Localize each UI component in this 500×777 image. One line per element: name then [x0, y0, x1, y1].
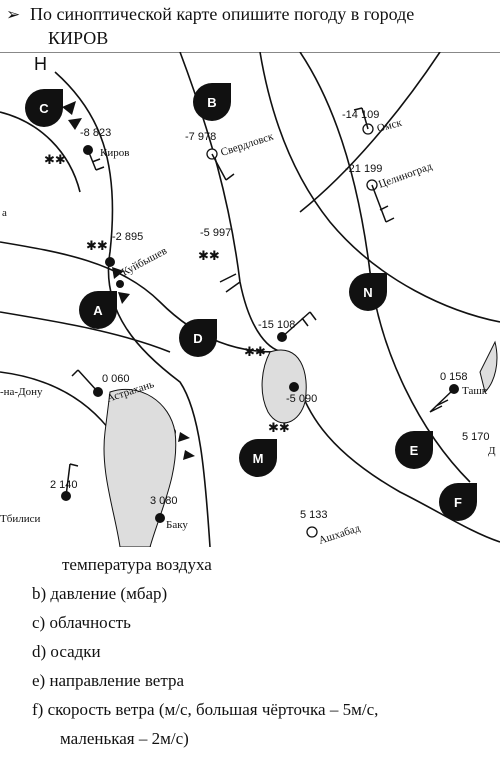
badge-n: N — [349, 273, 387, 311]
badge-drop-icon — [193, 83, 231, 121]
reading-omsk: -14 109 — [342, 109, 379, 121]
reading-celinograd: -21 199 — [345, 163, 382, 175]
city-omsk: Омск — [376, 117, 404, 135]
city-baku: Баку — [166, 519, 188, 531]
reading-center: -15 108 — [258, 319, 295, 331]
reading-tashkent: 0 158 — [440, 371, 468, 383]
badge-e: E — [395, 431, 433, 469]
item-e: e) направление ветра — [32, 671, 184, 690]
badge-letter: E — [410, 443, 419, 458]
badge-m: M — [239, 439, 277, 477]
badge-drop-icon — [25, 89, 63, 127]
city-kuybyshev: Куйбышев — [120, 245, 169, 279]
reading-sverdlovsk: -7 978 — [185, 131, 216, 143]
synoptic-map: ✱✱ ✱✱ ✱✱ ✱✱ ✱✱ Н — [0, 52, 500, 547]
city-rostov: -на-Дону — [0, 386, 43, 398]
arrow-bullet-icon: ➢ — [6, 5, 21, 24]
item-f-line-1: f) скорость ветра (м/с, большая чёрточка… — [32, 700, 379, 719]
item-a: температура воздуха — [62, 555, 212, 574]
answer-list: температура воздуха b) давление (мбар) c… — [32, 550, 378, 753]
edge-label-d: Д — [488, 445, 496, 457]
badge-letter: M — [253, 451, 264, 466]
city-celinograd: Целиноград — [377, 160, 434, 191]
wind-barbs — [65, 107, 455, 497]
reading-center-south: -5 090 — [286, 393, 317, 405]
badge-drop-icon — [349, 273, 387, 311]
city-ashkhabad: Ашхабад — [317, 522, 362, 547]
badge-drop-icon — [239, 439, 277, 477]
svg-text:✱✱: ✱✱ — [44, 153, 66, 168]
svg-text:✱✱: ✱✱ — [198, 249, 220, 264]
badge-f: F — [439, 483, 477, 521]
item-f-line-2: маленькая – 2м/с) — [60, 729, 189, 748]
badge-c: C — [25, 89, 63, 127]
svg-text:✱✱: ✱✱ — [268, 421, 290, 436]
reading-ashkhabad: 5 133 — [300, 509, 328, 521]
city-sverdlovsk: Свердловск — [219, 130, 275, 159]
city-tbilisi: Тбилиси — [0, 513, 40, 525]
reading-rostov: 0 060 — [102, 373, 130, 385]
edge-label-a: а — [2, 207, 7, 219]
badge-d: D — [179, 319, 217, 357]
badge-drop-icon — [439, 483, 477, 521]
item-c: c) облачность — [32, 613, 131, 632]
task-heading: ➢ По синоптической карте опишите погоду … — [6, 3, 415, 48]
svg-text:✱✱: ✱✱ — [86, 239, 108, 254]
item-b: b) давление (мбар) — [32, 584, 168, 603]
caspian-sea — [103, 340, 498, 547]
reading-baku: 3 080 — [150, 495, 178, 507]
task-line-1: По синоптической карте опишите погоду в … — [30, 4, 415, 24]
item-d: d) осадки — [32, 642, 101, 661]
location-badges: C B A D N M E F — [25, 83, 477, 521]
task-line-2: КИРОВ — [48, 28, 109, 48]
badge-a: A — [79, 291, 117, 329]
pressure-mark: Н — [34, 54, 47, 74]
reading-tbilisi: 2 140 — [50, 479, 78, 491]
reading-kuybyshev: -2 895 — [112, 231, 143, 243]
city-tashkent: Ташк — [462, 385, 488, 397]
badge-drop-icon — [395, 431, 433, 469]
badge-letter: F — [454, 495, 462, 510]
reading-kuybyshev-east: -5 997 — [200, 227, 231, 239]
reading-kirov: -8 823 — [80, 127, 111, 139]
svg-text:✱✱: ✱✱ — [244, 345, 266, 360]
reading-tashkent-south: 5 170 — [462, 431, 490, 443]
badge-letter: B — [207, 95, 216, 110]
city-kirov: Киров — [100, 147, 129, 159]
badge-letter: D — [193, 331, 202, 346]
badge-drop-icon — [179, 319, 217, 357]
badge-drop-icon — [79, 291, 117, 329]
badge-letter: A — [93, 303, 103, 318]
badge-b: B — [193, 83, 231, 121]
badge-letter: C — [39, 101, 49, 116]
badge-letter: N — [363, 285, 372, 300]
precipitation-marks: ✱✱ ✱✱ ✱✱ ✱✱ ✱✱ — [44, 153, 290, 436]
